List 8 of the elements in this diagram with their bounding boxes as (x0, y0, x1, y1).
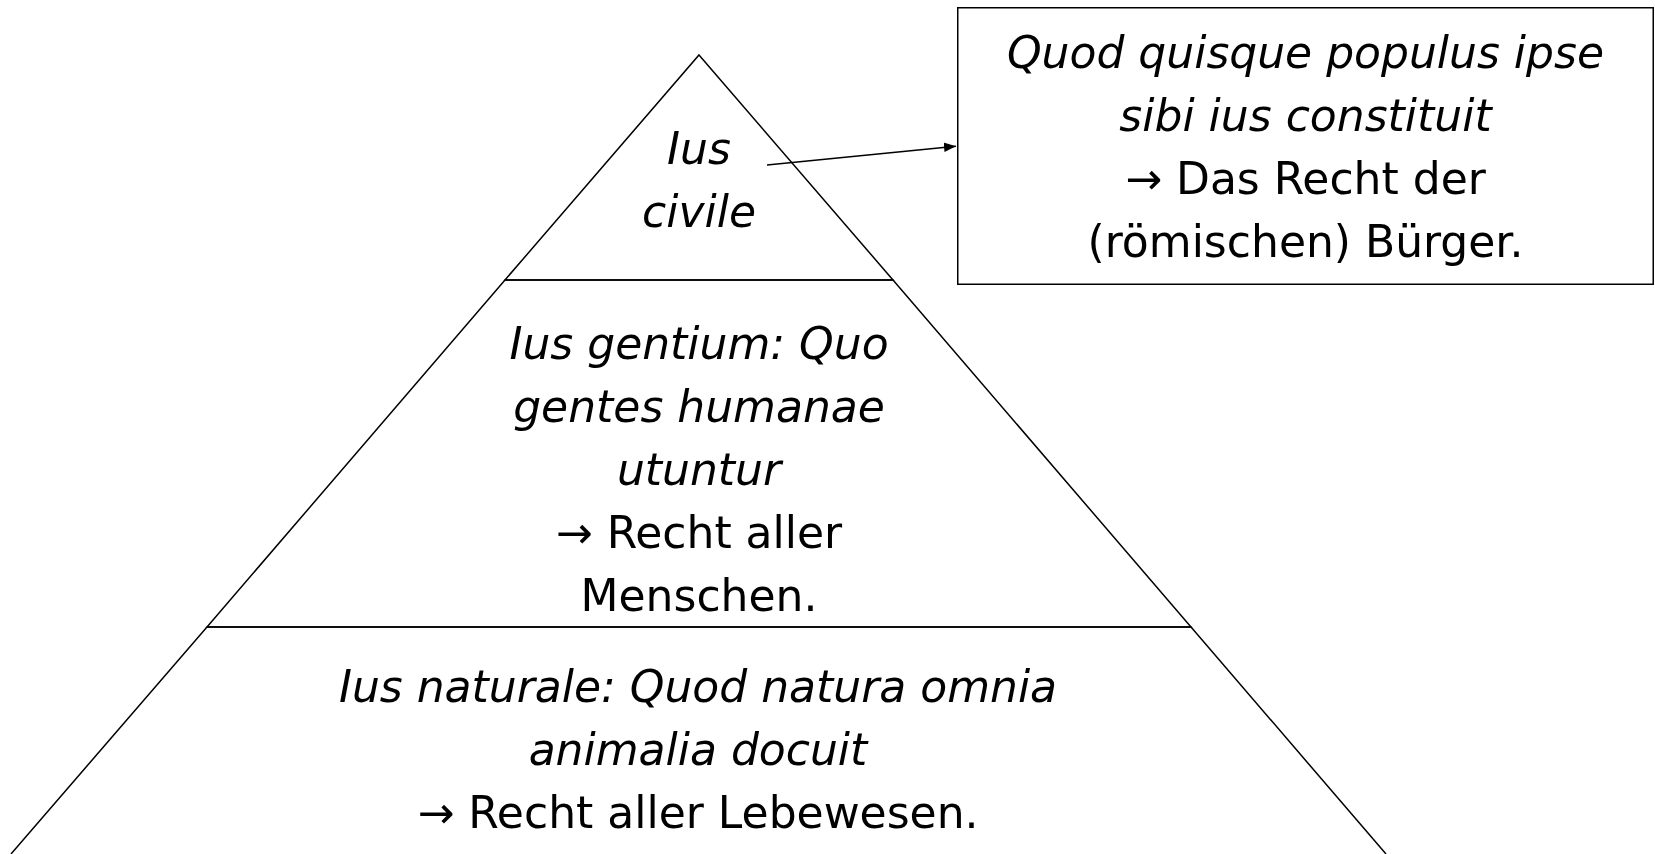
latin-phrase: Ius civile (641, 122, 757, 239)
latin-phrase: Ius gentium: Quo gentes humanae utuntur (508, 317, 890, 497)
translation-text: → Recht aller Lebewesen. (417, 786, 979, 840)
latin-phrase: Ius naturale: Quod natura omnia animalia docuit (338, 660, 1058, 777)
arrow (766, 142, 957, 166)
translation-text: → Recht aller Menschen. (554, 506, 844, 623)
latin-phrase: Quod quisque populus ipse sibi ius constituit (1006, 26, 1605, 143)
translation-text: → Das Recht der (römischen) Bürger. (1086, 152, 1525, 269)
